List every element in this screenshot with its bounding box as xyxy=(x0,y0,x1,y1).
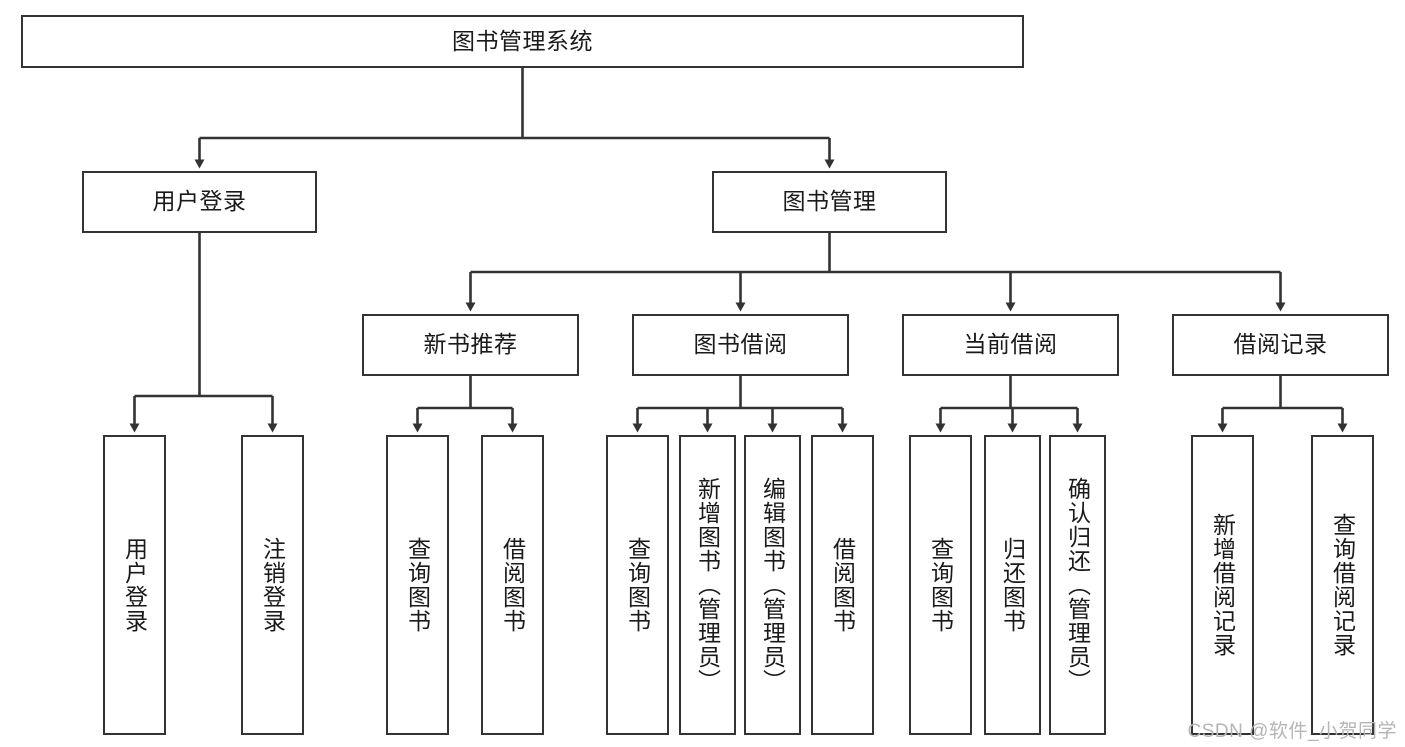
node-leaf-11[interactable]: 新增借阅记录 xyxy=(1191,435,1254,735)
node-level3-0-label: 新书推荐 xyxy=(423,331,518,358)
node-leaf-12[interactable]: 查询借阅记录 xyxy=(1311,435,1374,735)
node-leaf-2[interactable]: 查询图书 xyxy=(386,435,449,735)
node-leaf-3[interactable]: 借阅图书 xyxy=(481,435,544,735)
node-leaf-0-label: 用户登录 xyxy=(121,537,148,633)
node-leaf-4[interactable]: 查询图书 xyxy=(606,435,669,735)
node-level3-1[interactable]: 图书借阅 xyxy=(632,314,849,376)
node-leaf-10[interactable]: 确认归还（管理员） xyxy=(1049,435,1106,735)
node-leaf-5[interactable]: 新增图书（管理员） xyxy=(679,435,736,735)
node-level3-2[interactable]: 当前借阅 xyxy=(902,314,1119,376)
node-leaf-3-label: 借阅图书 xyxy=(499,537,526,633)
node-leaf-6[interactable]: 编辑图书（管理员） xyxy=(744,435,801,735)
node-level3-0[interactable]: 新书推荐 xyxy=(362,314,579,376)
node-level3-3[interactable]: 借阅记录 xyxy=(1172,314,1389,376)
node-level2-1[interactable]: 图书管理 xyxy=(712,171,947,233)
watermark-text: CSDN @软件_小贺同学 xyxy=(1187,721,1397,742)
node-level2-0-label: 用户登录 xyxy=(152,188,247,215)
node-level3-1-label: 图书借阅 xyxy=(693,331,788,358)
node-leaf-7[interactable]: 借阅图书 xyxy=(811,435,874,735)
node-leaf-12-label: 查询借阅记录 xyxy=(1329,513,1356,657)
node-leaf-1-label: 注销登录 xyxy=(259,537,286,633)
node-leaf-0[interactable]: 用户登录 xyxy=(103,435,166,735)
node-level2-1-label: 图书管理 xyxy=(782,188,877,215)
node-leaf-9[interactable]: 归还图书 xyxy=(984,435,1041,735)
node-leaf-7-label: 借阅图书 xyxy=(829,537,856,633)
node-root-label: 图书管理系统 xyxy=(452,27,593,54)
node-leaf-8[interactable]: 查询图书 xyxy=(909,435,972,735)
node-leaf-6-label: 编辑图书（管理员） xyxy=(759,477,786,693)
node-leaf-5-label: 新增图书（管理员） xyxy=(694,477,721,693)
node-root[interactable]: 图书管理系统 xyxy=(21,15,1024,68)
node-level3-2-label: 当前借阅 xyxy=(963,331,1058,358)
node-leaf-9-label: 归还图书 xyxy=(999,537,1026,633)
node-leaf-11-label: 新增借阅记录 xyxy=(1209,513,1236,657)
node-leaf-1[interactable]: 注销登录 xyxy=(241,435,304,735)
node-leaf-8-label: 查询图书 xyxy=(927,537,954,633)
node-leaf-4-label: 查询图书 xyxy=(624,537,651,633)
node-level2-0[interactable]: 用户登录 xyxy=(82,171,317,233)
node-level3-3-label: 借阅记录 xyxy=(1233,331,1328,358)
node-leaf-10-label: 确认归还（管理员） xyxy=(1064,477,1091,693)
node-leaf-2-label: 查询图书 xyxy=(404,537,431,633)
